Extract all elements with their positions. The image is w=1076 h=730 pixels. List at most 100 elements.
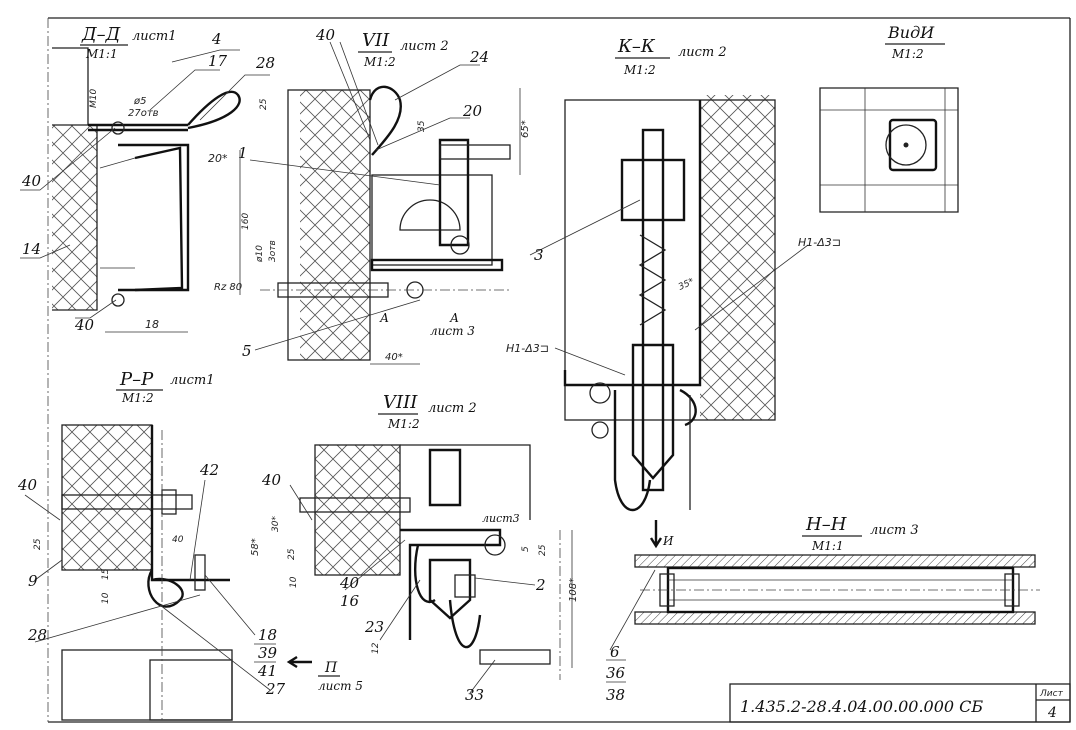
part-label: 6 (610, 643, 620, 661)
dimension: 35 (417, 120, 427, 132)
kk-title: К–К лист 2 М1:2 (615, 36, 727, 77)
vii-scale: М1:2 (363, 55, 396, 69)
section-kk (563, 95, 776, 511)
part-label: 4 (211, 30, 222, 48)
vii-title-label: VII (362, 30, 390, 51)
hh-title: Н–Н лист 3 М1:1 (802, 514, 919, 553)
vidI-scale: М1:2 (891, 47, 924, 61)
weld-note: Н1-Δ3⊐ (798, 236, 841, 249)
section-dd (52, 47, 241, 311)
part-label: 36 (606, 664, 626, 682)
view-viii (299, 444, 561, 680)
dimension: 25 (259, 98, 269, 110)
part-label: 2 (535, 576, 546, 594)
part-label: 40 (74, 316, 95, 334)
pp-title-label: Р–Р (119, 369, 154, 390)
view-vii (260, 85, 511, 361)
dimension: 10 (101, 592, 111, 604)
dimension: 27отв (128, 108, 159, 119)
viii-title-label: VIII (383, 392, 418, 413)
part-label: 42 (199, 461, 219, 479)
dimension: Rz 80 (214, 282, 242, 293)
dimension: ø10 (255, 245, 265, 263)
view-i (819, 87, 959, 213)
vii-title: VII лист 2 М1:2 (358, 30, 449, 69)
dimension: 25 (287, 548, 297, 560)
dd-title: Д–Д лист1 М1:1 (80, 24, 177, 61)
part-label: 40 (339, 574, 360, 592)
part-label: 28 (255, 54, 275, 72)
viii-title: VIII лист 2 М1:2 (378, 392, 477, 431)
part-label: 16 (340, 592, 360, 610)
vii-sheet: лист 2 (400, 39, 449, 54)
section-hh (634, 554, 1040, 625)
hh-scale: М1:1 (811, 539, 844, 553)
part-label: 23 (364, 618, 384, 636)
dimension: 25 (538, 544, 548, 556)
view-arrow-label: И (662, 534, 674, 548)
part-label: 27 (265, 680, 286, 698)
viii-scale: М1:2 (387, 417, 420, 431)
dimension: 108* (568, 578, 579, 602)
hh-title-label: Н–Н (805, 514, 847, 535)
part-labels: 4 17 28 40 14 40 40 24 20 1 5 3 40 9 28 … (17, 26, 626, 704)
pp-scale: М1:2 (121, 391, 154, 405)
part-label: 39 (258, 644, 278, 662)
title-block: 1.435.2-28.4.04.00.00.000 СБ Лист 4 (729, 683, 1071, 723)
dimension: 18 (145, 318, 159, 331)
section-pp (61, 424, 233, 721)
dd-title-label: Д–Д (81, 24, 121, 45)
part-label: 40 (315, 26, 336, 44)
part-label: 40 (17, 476, 38, 494)
viii-sheet: лист 2 (428, 401, 477, 416)
weld-note: Н1-Δ3⊐ (506, 342, 549, 355)
part-label: 17 (208, 52, 228, 70)
part-label: 20 (462, 102, 483, 120)
part-label: 41 (257, 662, 277, 680)
dimension: 30* (271, 516, 281, 532)
sheet-number: 4 (1047, 705, 1057, 721)
sheet-label: Лист (1039, 689, 1064, 699)
dimension: 58* (250, 538, 261, 556)
part-label: 28 (27, 626, 47, 644)
dimension: 5 (521, 546, 531, 552)
kk-sheet: лист 2 (678, 45, 727, 60)
dimension: 65* (520, 120, 531, 138)
part-label: 40 (21, 172, 42, 190)
view-marker: П (324, 660, 338, 676)
notes: Н1-Δ3⊐ Н1-Δ3⊐ А лист 3 А лист3 П лист 5 … (286, 236, 841, 693)
leader-lines (20, 41, 809, 694)
dimension: 15 (101, 568, 111, 580)
part-label: 38 (606, 686, 625, 704)
pp-title: Р–Р лист1 М1:2 (116, 369, 215, 405)
part-label: 24 (469, 48, 489, 66)
vidI-title-label: ВидИ (887, 23, 935, 42)
part-label: 33 (465, 686, 484, 704)
hh-sheet: лист 3 (870, 523, 919, 538)
dimension: М10 (89, 89, 99, 108)
dd-scale: М1:1 (85, 47, 118, 61)
dimension: 3отв (268, 240, 278, 262)
part-label: 9 (28, 572, 38, 590)
dimension: 35* (677, 277, 696, 293)
part-label: 3 (534, 246, 544, 264)
kk-title-label: К–К (617, 36, 656, 57)
view-sheet-ref: лист 5 (318, 679, 363, 693)
part-label: 14 (22, 240, 41, 258)
vidI-title: ВидИ М1:2 (885, 23, 945, 61)
dimension: 160 (241, 213, 251, 230)
part-label: 18 (258, 626, 277, 644)
dimension-labels: М10 ø5 27отв 20* 18 25 35 65* 160 ø10 3о… (33, 88, 696, 668)
dimension: 40* (385, 352, 403, 363)
section-marker: А (449, 311, 459, 325)
dimension: 10 (289, 576, 299, 588)
dimension: 40 (172, 535, 184, 545)
dimension: 20* (208, 152, 228, 165)
kk-scale: М1:2 (623, 63, 656, 77)
pp-sheet: лист1 (170, 373, 215, 388)
dimension: 25 (33, 538, 43, 550)
section-sheet-ref: лист 3 (430, 324, 475, 338)
sheet-ref: лист3 (482, 512, 520, 525)
drawing-code: 1.435.2-28.4.04.00.00.000 СБ (740, 697, 983, 716)
section-marker: А (379, 311, 389, 325)
